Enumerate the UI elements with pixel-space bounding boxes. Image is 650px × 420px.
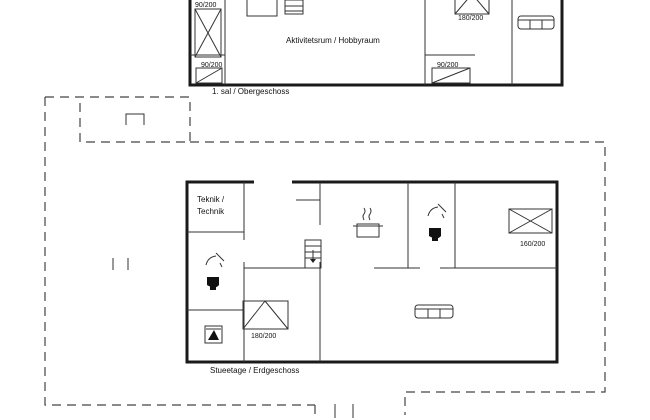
stairs-icon [304,239,322,269]
bed-icon [454,0,490,15]
toilet-icon [429,228,441,241]
sofa-icon [414,304,454,319]
ground-floor-plan [185,179,559,364]
outline-door-mark [125,113,145,125]
upper-floor-plan [188,0,564,87]
sofa-icon [517,15,555,30]
bed-icon [195,67,223,84]
dashed-outline [44,96,606,418]
bed-size-label: 180/200 [458,15,483,22]
outline-gate-mark-bottom [334,404,354,418]
bed-size-label: 180/200 [251,333,276,340]
shower-icon [427,203,447,219]
bed-icon [242,300,289,330]
shower-icon [205,252,225,268]
ground-floor-caption: Stueetage / Erdgeschoss [210,366,299,375]
toilet-icon [207,277,219,290]
upper-floor-caption: 1. sal / Obergeschoss [212,87,289,96]
cooking-pot-icon [353,207,383,238]
bed-icon [431,67,471,84]
bed-icon [194,8,222,58]
stairs-icon [284,0,304,15]
bed-size-label: 90/200 [437,62,459,69]
washing-machine-icon [204,325,223,344]
room-label-activity: Aktivitetsrum / Hobbyraum [286,36,380,45]
room-label-technik: Technik [197,207,225,216]
room-label-technik: Teknik / [197,195,225,204]
bed-size-label: 160/200 [520,241,545,248]
bed-icon [508,208,553,234]
bed-size-label: 90/200 [201,62,223,69]
bed-size-label: 90/200 [195,2,217,9]
outline-gate-mark [112,258,129,270]
